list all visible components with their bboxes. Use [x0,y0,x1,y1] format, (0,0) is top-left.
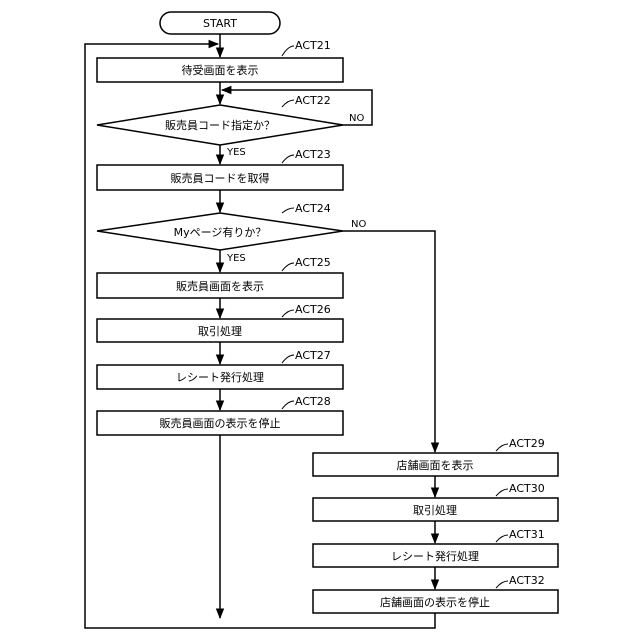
act22-yes-label: YES [226,147,246,158]
act29-label: ACT29 [509,437,545,450]
act24-no-label: NO [351,219,366,230]
act30-label: ACT30 [509,482,545,495]
act32-label: ACT32 [509,574,545,587]
act28-label: ACT28 [295,395,331,408]
start-label: START [203,17,237,30]
act30-text: 取引処理 [413,503,457,517]
act24-decision: Myページ有りか？ ACT24 NO YES [97,202,366,264]
act23-text: 販売員コードを取得 [171,172,270,185]
act27-text: レシート発行処理 [176,370,264,384]
act22-label: ACT22 [295,94,331,107]
act25-label: ACT25 [295,256,331,269]
act22-text: 販売員コード指定か？ [165,118,275,132]
act23-label: ACT23 [295,148,331,161]
act29-text: 店舗画面を表示 [397,458,474,472]
act26-label: ACT26 [295,303,331,316]
act25-text: 販売員画面を表示 [176,279,264,293]
act21-label: ACT21 [295,39,331,52]
act32-text: 店舗画面の表示を停止 [380,595,490,609]
act27-label: ACT27 [295,349,331,362]
act28-text: 販売員画面の表示を停止 [160,416,281,430]
act31-label: ACT31 [509,528,545,541]
act22-no-label: NO [349,113,364,124]
act24-yes-label: YES [226,253,246,264]
start-terminator: START [160,12,280,34]
act21-text: 待受画面を表示 [182,63,259,77]
act26-text: 取引処理 [198,324,242,338]
act24-text: Myページ有りか？ [174,225,267,239]
act24-label: ACT24 [295,202,331,215]
act31-text: レシート発行処理 [391,549,479,563]
